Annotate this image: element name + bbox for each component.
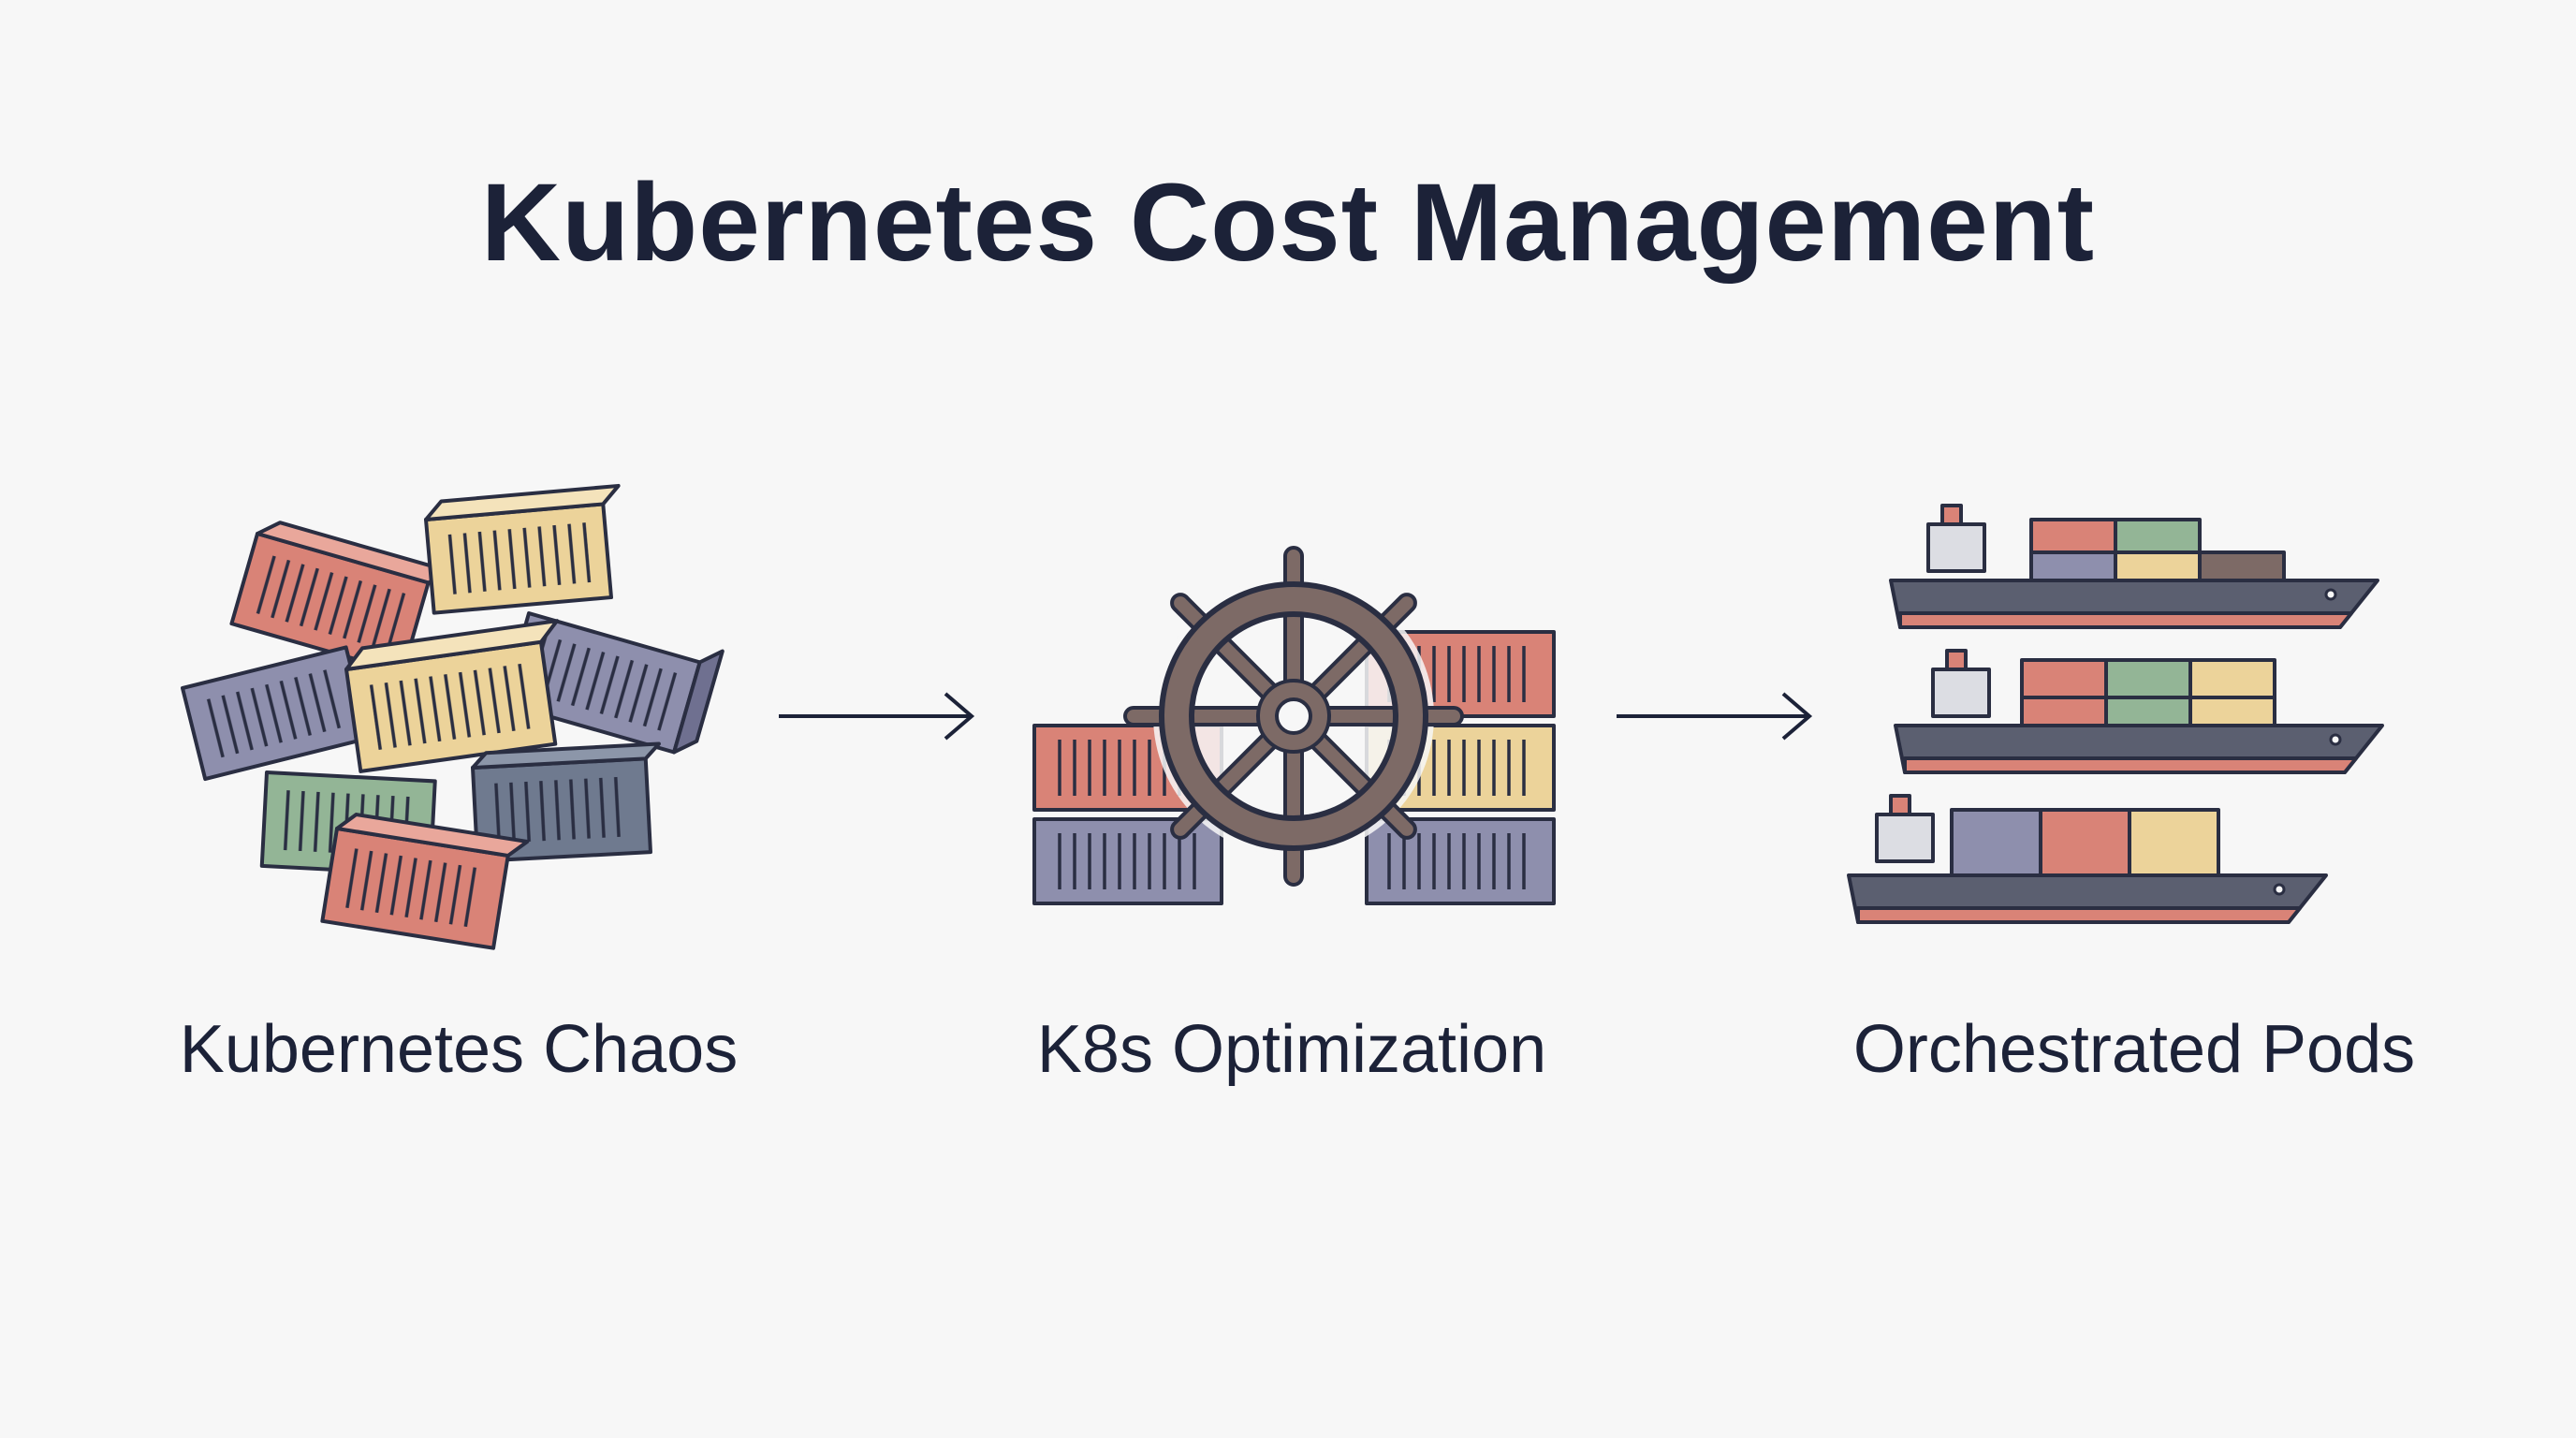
stage-label-optimization: K8s Optimization — [1036, 1012, 1547, 1087]
cargo-ships-icon — [1847, 468, 2452, 955]
scattered-containers-icon — [168, 468, 768, 955]
arrow-right-icon — [777, 688, 983, 744]
stage-label-pods: Orchestrated Pods — [1852, 1012, 2416, 1087]
arrow-right-icon — [1615, 688, 1821, 744]
diagram-title: Kubernetes Cost Management — [480, 161, 2096, 285]
ship-wheel-icon — [992, 468, 1591, 955]
stage-label-chaos: Kubernetes Chaos — [179, 1012, 739, 1087]
